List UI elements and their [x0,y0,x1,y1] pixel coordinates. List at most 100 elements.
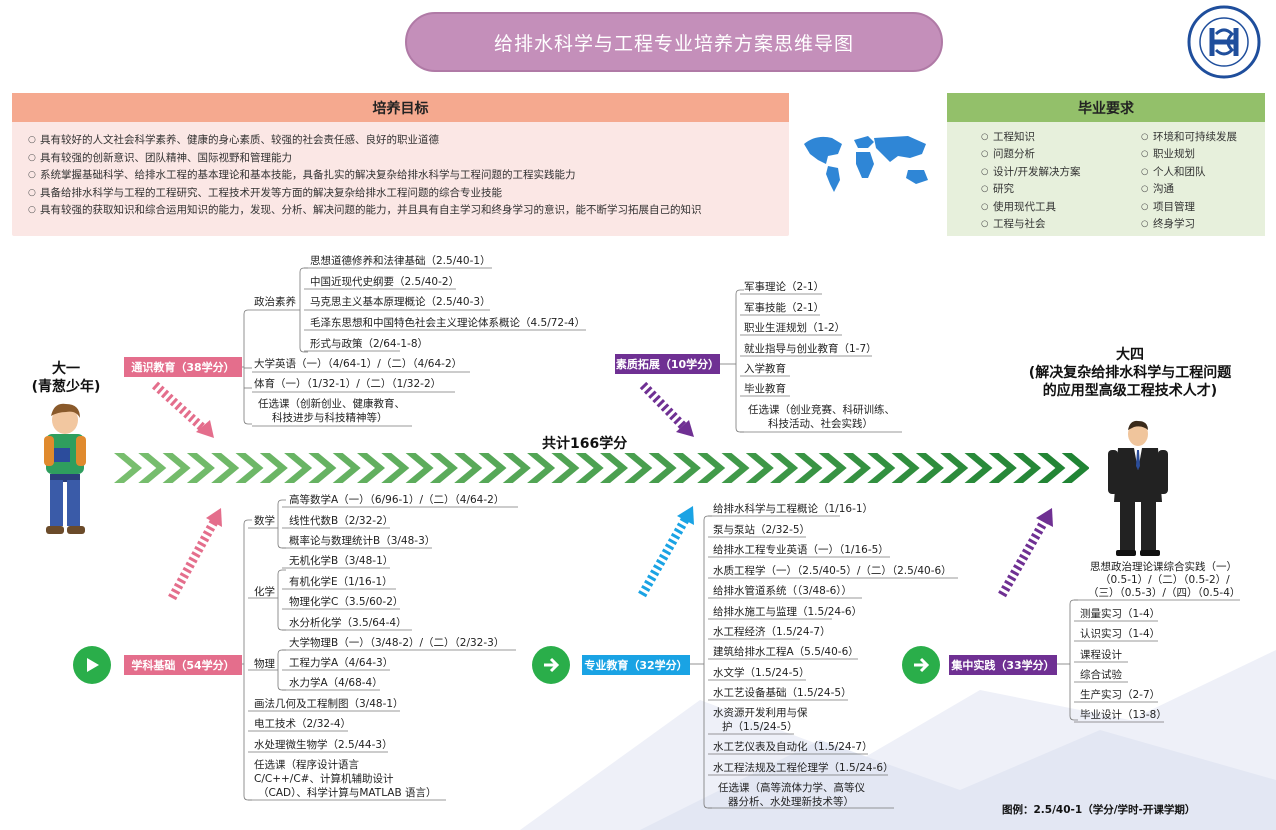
total-credits: 共计166学分 [542,436,628,452]
requirement-item: 使用现代工具 [981,199,1081,217]
chevron-mark [891,453,920,483]
engineer-figure [1108,420,1168,556]
course-item: 水工程法规及工程伦理学（1.5/24-6） [713,762,894,774]
elective-line: 任选课（创新创业、健康教育、 [258,398,405,410]
chevron-mark [454,453,483,483]
chevron-mark [770,453,799,483]
course-item: 入学教育 [744,363,786,375]
chevron-mark [527,453,556,483]
general-education-node[interactable]: 通识教育（38学分） [124,357,242,377]
requirement-item: 环境和可持续发展 [1141,129,1237,147]
major-education-node[interactable]: 专业教育（32学分） [582,655,690,675]
math-group-label: 数学 [254,515,275,527]
practice-politics-line: 思想政治理论课综合实践（一） [1090,561,1237,573]
chevron-mark [284,453,313,483]
course-item: 给排水管道系统（（3/48-6）） [713,585,853,597]
chevron-mark [186,453,215,483]
elective-line: （CAD）、科学计算与MATLAB 语言） [258,787,437,799]
course-item: 给排水工程专业英语（一）（1/16-5） [713,544,889,556]
arrow-right-icon [544,657,560,673]
chevron-mark [697,453,726,483]
course-item: 毛泽东思想和中国特色社会主义理论体系概论（4.5/72-4） [310,317,586,329]
requirements-header: 毕业要求 [947,93,1265,122]
course-item: 水工程经济（1.5/24-7） [713,626,831,638]
course-item: 职业生涯规划（1-2） [744,322,846,334]
requirement-item: 终身学习 [1141,216,1237,234]
chevron-mark [357,453,385,483]
course-item: 马克思主义基本原理概论（2.5/40-3） [310,296,491,308]
course-item: 课程设计 [1080,649,1122,661]
elective-line: 任选课（高等流体力学、高等仪 [718,782,865,794]
course-item: 给排水科学与工程概论（1/16-1） [713,503,874,515]
intensive-practice-node[interactable]: 集中实践（33学分） [949,655,1057,675]
course-item: 中国近现代史纲要（2.5/40-2） [310,276,460,288]
course-item: 建筑给排水工程A（5.5/40-6） [713,646,859,658]
chevron-mark [332,453,361,483]
elective-line: C/C++/C#、计算机辅助设计 [254,773,394,785]
play-icon [87,658,99,672]
chevron-mark [502,453,531,483]
requirements-panel: 毕业要求 工程知识 问题分析 设计/开发解决方案 研究 使用现代工具 工程与社会… [947,93,1265,236]
goals-header: 培养目标 [12,93,789,122]
freshman-label: 大一 (青葱少年) [16,360,116,396]
chevron-mark [114,453,142,483]
course-item: 生产实习（2-7） [1080,689,1161,701]
course-item: 毕业设计（13-8） [1080,709,1167,721]
chevron-mark [915,453,944,483]
requirement-item: 研究 [981,181,1081,199]
course-item: 军事技能（2-1） [744,302,825,314]
chem-group-label: 化学 [254,586,275,598]
goal-item: 具有较强的获取知识和综合运用知识的能力，发现、分析、解决问题的能力，并且具有自主… [28,202,789,220]
subject-foundation-node[interactable]: 学科基础（54学分） [124,655,242,675]
chevron-mark [867,453,896,483]
goals-panel: 培养目标 具有较好的人文社会科学素养、健康的身心素质、较强的社会责任感、良好的职… [12,93,789,236]
chevron-mark [162,453,191,483]
course-item: 毕业教育 [744,383,786,395]
chevron-mark [235,453,264,483]
course-item: 认识实习（1-4） [1080,628,1161,640]
page-title: 给排水科学与工程专业培养方案思维导图 [405,12,943,72]
requirement-item: 个人和团队 [1141,164,1237,182]
requirement-item: 沟通 [1141,181,1237,199]
elective-line: 器分析、水处理新技术等） [728,796,854,808]
chevron-mark [138,453,167,483]
chevron-mark [405,453,434,483]
chevron-mark [1037,453,1066,483]
course-item: 形式与政策（2/64-1-8） [310,338,429,350]
course-item: 综合试验 [1080,669,1122,681]
chevron-mark [429,453,458,483]
chevron-mark [818,453,847,483]
practice-politics-line: （三）（0.5-3）/（四）（0.5-4） [1088,587,1241,599]
elective-line: 科技进步与科技精神等） [272,412,388,424]
freshman-title: 大一 [52,361,80,377]
chevron-mark [211,453,240,483]
course-item: 水力学A（4/68-4） [289,677,383,689]
chevron-mark [624,453,653,483]
course-item: 水工艺设备基础（1.5/24-5） [713,687,852,699]
quality-expansion-node[interactable]: 素质拓展（10学分） [615,354,720,374]
arrow-right-icon [914,657,930,673]
goals-list: 具有较好的人文社会科学素养、健康的身心素质、较强的社会责任感、良好的职业道德 具… [12,122,789,220]
chevron-mark [964,453,993,483]
requirement-item: 职业规划 [1141,146,1237,164]
chevron-mark [745,453,774,483]
course-item: 大学英语（一）（4/64-1）/（二）（4/64-2） [254,358,463,370]
course-item: 水文学（1.5/24-5） [713,667,810,679]
chevron-mark [1013,453,1042,483]
chevron-mark [721,453,750,483]
course-item: 有机化学E（1/16-1） [289,576,393,588]
elective-line: 科技活动、社会实践） [768,418,873,430]
course-item: 护（1.5/24-5） [722,721,798,733]
chevron-mark [988,453,1017,483]
goal-item: 具备给排水科学与工程的工程研究、工程技术开发等方面的解决复杂给排水工程问题的综合… [28,185,789,203]
course-item: 体育（一）（1/32-1）/（二）（1/32-2） [254,378,442,390]
elective-line: 任选课（程序设计语言 [254,759,359,771]
start-arrow-icon [73,646,111,684]
course-item: 思想道德修养和法律基础（2.5/40-1） [310,255,491,267]
physics-group-label: 物理 [254,658,275,670]
politics-group-label: 政治素养 [254,296,296,308]
world-map-icon [804,136,928,192]
